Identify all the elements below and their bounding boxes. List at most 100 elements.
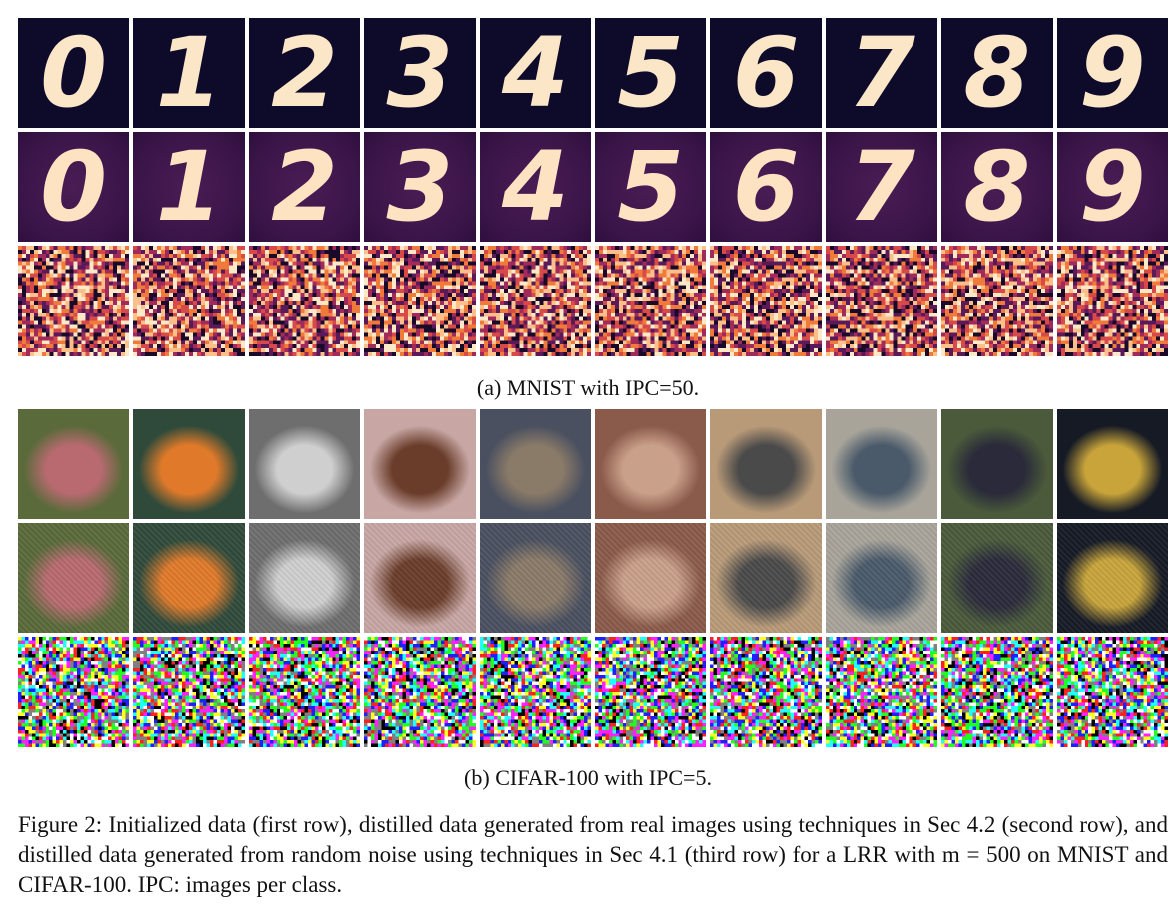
baby-image: [248, 523, 361, 633]
cifar-grid: [18, 409, 1168, 747]
digit-glyph: 7: [848, 18, 915, 128]
digit-glyph: 2: [271, 132, 338, 242]
digit-glyph: 5: [617, 18, 685, 128]
mnist-distilled-real-tile: 3: [364, 132, 476, 242]
cifar-distilled-real-tile: [248, 523, 361, 633]
digit-glyph: 2: [271, 18, 338, 128]
distill-noise-overlay: [133, 523, 245, 633]
distill-noise-overlay: [479, 523, 591, 633]
goldfish-image: [133, 523, 245, 633]
noise-image: [364, 246, 476, 356]
distill-noise-overlay: [710, 523, 822, 633]
mnist-initial-tile: 6: [710, 18, 822, 128]
noise-image: [825, 246, 938, 356]
noise-image: [18, 246, 130, 356]
mnist-distilled-noise-tile: [1056, 246, 1168, 356]
digit-glyph: 4: [501, 18, 569, 128]
distill-noise-overlay: [825, 523, 938, 633]
digit-glyph: 3: [386, 18, 454, 128]
cifar-distilled-noise-tile: [18, 637, 130, 747]
cifar-initial-tile: [941, 409, 1053, 519]
beetle-image: [825, 409, 938, 519]
figure-caption: Figure 2: Initialized data (first row), …: [18, 810, 1168, 900]
bottle-image: [1056, 523, 1168, 633]
cifar-distilled-noise-tile: [364, 637, 476, 747]
mnist-distilled-noise-tile: [710, 246, 822, 356]
bee-image: [710, 523, 822, 633]
mnist-initial-tile: 7: [825, 18, 938, 128]
cifar-initial-tile: [479, 409, 591, 519]
noise-image: [595, 246, 707, 356]
cifar-distilled-real-tile: [364, 523, 476, 633]
mnist-distilled-real-tile: 5: [595, 132, 707, 242]
digit-glyph: 0: [40, 18, 108, 128]
noise-image: [710, 637, 822, 747]
apple-image: [18, 409, 130, 519]
mnist-initial-tile: 3: [364, 18, 476, 128]
cifar-distilled-noise-tile: [595, 637, 707, 747]
cifar-initial-tile: [825, 409, 938, 519]
mnist-distilled-noise-tile: [825, 246, 938, 356]
noise-image: [364, 637, 476, 747]
mnist-initial-tile: 2: [248, 18, 361, 128]
cifar-distilled-noise-tile: [825, 637, 938, 747]
noise-image: [248, 246, 361, 356]
figure-label: Figure 2:: [18, 812, 103, 837]
digit-glyph: 9: [1078, 18, 1146, 128]
mnist-initial-tile: 5: [595, 18, 707, 128]
bicycle-image: [941, 523, 1053, 633]
cifar-distilled-real-tile: [133, 523, 245, 633]
mnist-distilled-noise-tile: [18, 246, 130, 356]
noise-image: [133, 246, 245, 356]
mnist-distilled-real-tile: 0: [18, 132, 130, 242]
mnist-initial-tile: 1: [133, 18, 245, 128]
hamster-image: [364, 523, 476, 633]
cifar-initial-tile: [710, 409, 822, 519]
mnist-distilled-noise-tile: [595, 246, 707, 356]
beetle-image: [825, 523, 938, 633]
noise-image: [248, 637, 361, 747]
digit-glyph: 4: [501, 132, 569, 242]
cifar-distilled-real-tile: [18, 523, 130, 633]
mnist-distilled-real-tile: 8: [941, 132, 1053, 242]
noise-image: [479, 637, 591, 747]
cifar-distilled-real-tile: [941, 523, 1053, 633]
bear-image: [479, 409, 591, 519]
bed-image: [595, 409, 707, 519]
mnist-initial-tile: 0: [18, 18, 130, 128]
goldfish-image: [133, 409, 245, 519]
digit-glyph: 1: [155, 132, 223, 242]
bed-image: [595, 523, 707, 633]
digit-glyph: 0: [40, 132, 108, 242]
noise-image: [710, 246, 822, 356]
noise-image: [595, 637, 707, 747]
cifar-distilled-real-tile: [479, 523, 591, 633]
cifar-distilled-real-tile: [710, 523, 822, 633]
mnist-distilled-noise-tile: [479, 246, 591, 356]
mnist-distilled-real-tile: 2: [248, 132, 361, 242]
cifar-initial-tile: [18, 409, 130, 519]
cifar-distilled-noise-tile: [479, 637, 591, 747]
bee-image: [710, 409, 822, 519]
noise-image: [1056, 246, 1168, 356]
bear-image: [479, 523, 591, 633]
figure-text: Initialized data (first row), distilled …: [18, 812, 1169, 897]
cifar-initial-tile: [364, 409, 476, 519]
mnist-initial-tile: 8: [941, 18, 1053, 128]
distill-noise-overlay: [18, 523, 130, 633]
digit-glyph: 9: [1078, 132, 1146, 242]
mnist-distilled-noise-tile: [364, 246, 476, 356]
bicycle-image: [941, 409, 1053, 519]
cifar-subcaption: (b) CIFAR-100 with IPC=5.: [464, 765, 712, 790]
mnist-distilled-real-tile: 4: [479, 132, 591, 242]
cifar-distilled-noise-tile: [941, 637, 1053, 747]
distill-noise-overlay: [364, 523, 476, 633]
noise-image: [941, 246, 1053, 356]
cifar-initial-tile: [1056, 409, 1168, 519]
mnist-distilled-noise-tile: [248, 246, 361, 356]
distill-noise-overlay: [595, 523, 707, 633]
noise-image: [133, 637, 245, 747]
cifar-distilled-noise-tile: [1056, 637, 1168, 747]
bottle-image: [1056, 409, 1168, 519]
